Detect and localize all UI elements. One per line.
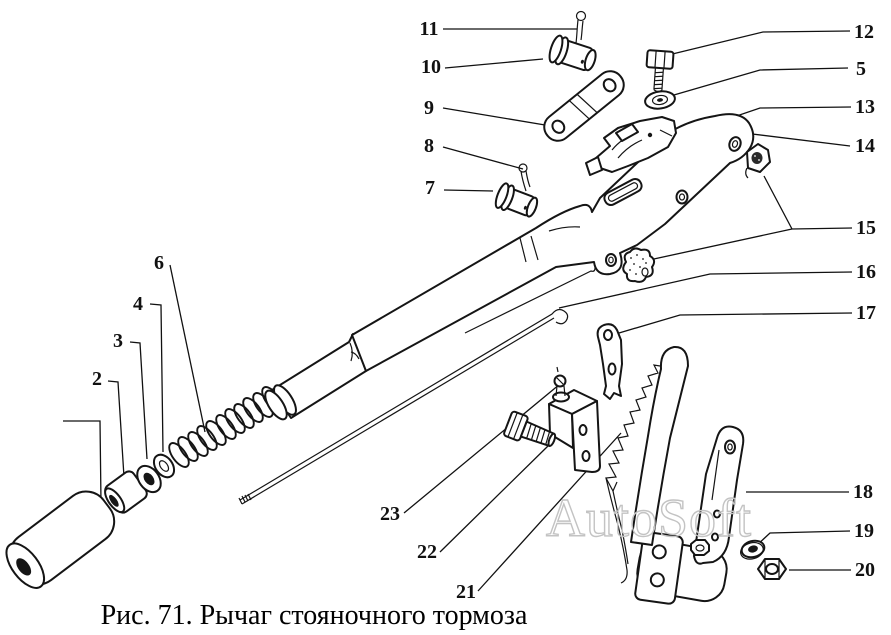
leader-7 — [443, 189, 494, 192]
bolt-22 — [503, 410, 557, 447]
leader-3 — [129, 341, 148, 460]
watermark-text: AutoSoft — [546, 488, 752, 548]
adjusting-nut — [104, 470, 148, 514]
callout-label-6: 6 — [154, 252, 164, 274]
callout-label-11: 11 — [420, 18, 439, 40]
callout-label-20: 20 — [855, 559, 875, 581]
callout-label-17: 17 — [856, 302, 876, 324]
leader-5 — [666, 67, 849, 98]
callout-label-12: 12 — [854, 21, 874, 43]
callout-label-7: 7 — [425, 177, 435, 199]
body-hole-lower — [605, 253, 617, 267]
callout-label-18: 18 — [853, 481, 873, 503]
leader-15 — [639, 175, 853, 263]
leader-8 — [442, 146, 524, 170]
pull-rod — [238, 308, 569, 505]
leader-6 — [169, 264, 206, 433]
clamp-bracket-18 — [630, 345, 745, 605]
nut-20 — [757, 558, 787, 580]
callout-labels: 11 10 9 8 7 6 4 3 2 12 5 13 14 15 16 17 … — [92, 18, 876, 603]
callout-label-10: 10 — [421, 56, 441, 78]
leader-19 — [755, 530, 851, 547]
leader-handle — [63, 420, 102, 504]
callout-label-23: 23 — [380, 503, 400, 525]
serrated-conduit — [605, 364, 661, 584]
callout-label-19: 19 — [854, 520, 874, 542]
leader-12 — [659, 30, 851, 58]
tube-y-mark — [349, 342, 360, 362]
washer-19 — [740, 539, 766, 560]
callout-label-8: 8 — [424, 135, 434, 157]
body-creases — [519, 226, 581, 263]
leader-4 — [149, 303, 164, 453]
bracket-arm — [693, 425, 745, 565]
washer-5 — [644, 90, 676, 110]
link-plate — [596, 323, 623, 400]
callout-label-2: 2 — [92, 368, 102, 390]
ratchet-slot — [603, 177, 643, 207]
figure-caption: Рис. 71. Рычаг стояночного тормоза — [101, 600, 528, 631]
cam-plate — [543, 70, 625, 142]
parts — [5, 10, 787, 605]
bracket-pin — [552, 366, 570, 403]
washer-4 — [152, 453, 176, 479]
clevis-stud-nut — [745, 143, 771, 179]
cable-bracket — [548, 389, 601, 473]
body-hole-upper — [675, 189, 689, 205]
callout-label-21: 21 — [456, 581, 476, 603]
callout-label-9: 9 — [424, 97, 434, 119]
leader-17 — [618, 312, 853, 334]
callout-label-15: 15 — [856, 217, 876, 239]
callout-label-16: 16 — [856, 261, 876, 283]
callout-label-4: 4 — [133, 293, 143, 315]
leader-16 — [558, 271, 853, 309]
leader-22 — [439, 444, 550, 553]
callout-label-14: 14 — [855, 135, 875, 157]
clevis-pin-10 — [548, 34, 597, 72]
leader-lines — [63, 28, 853, 592]
callout-label-3: 3 — [113, 330, 123, 352]
handle-grip — [5, 490, 116, 589]
clevis-hole — [728, 136, 742, 152]
leader-2 — [107, 380, 125, 478]
cotter-pin-11 — [575, 10, 587, 44]
washer-3 — [136, 464, 162, 494]
clamp-nut — [690, 539, 710, 556]
leader-10 — [444, 58, 544, 69]
callout-label-5: 5 — [856, 58, 866, 80]
leader-14 — [743, 132, 851, 147]
body-flange-line — [464, 261, 596, 334]
ratchet-mechanism — [585, 116, 677, 176]
lever-body — [351, 113, 755, 372]
leader-9 — [442, 107, 552, 127]
guard-bow — [630, 345, 689, 546]
cotter-pin-8 — [518, 163, 531, 192]
callout-label-22: 22 — [417, 541, 437, 563]
pawl — [622, 247, 656, 283]
clevis-pin-7 — [494, 182, 539, 218]
bolt-12 — [645, 49, 675, 93]
lever-tube — [264, 333, 367, 421]
leader-23 — [403, 383, 561, 514]
callout-label-13: 13 — [855, 96, 875, 118]
clamp-end-plate — [634, 531, 684, 605]
